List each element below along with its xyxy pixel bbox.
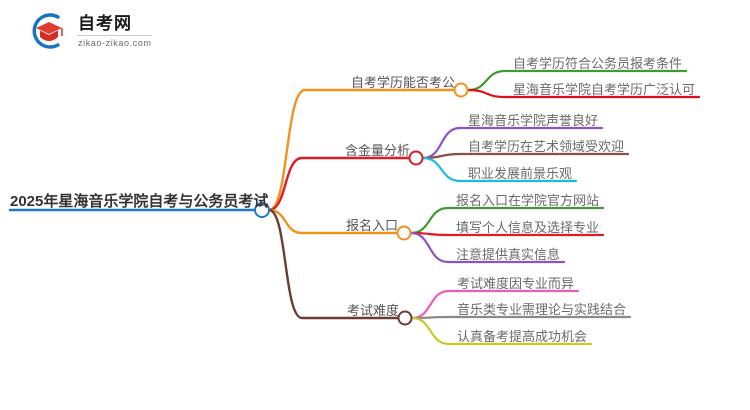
graduation-cap-icon bbox=[28, 10, 70, 52]
branch-node-label-2[interactable]: 含金量分析 bbox=[344, 143, 410, 158]
site-logo: 自考网 zikao-zikao.com bbox=[28, 10, 152, 52]
leaf-node-label-2-1[interactable]: 星海音乐学院声誉良好 bbox=[468, 113, 599, 128]
branch-node-label-3[interactable]: 报名入口 bbox=[345, 218, 398, 233]
leaf-node-label-4-1[interactable]: 考试难度因专业而异 bbox=[457, 276, 575, 291]
leaf-node-label-3-1[interactable]: 报名入口在学院官方网站 bbox=[456, 193, 600, 208]
logo-title: 自考网 bbox=[78, 15, 152, 36]
leaf-node-label-2-2[interactable]: 自考学历在艺术领域受欢迎 bbox=[468, 139, 625, 154]
root-node-label[interactable]: 2025年星海音乐学院自考与公务员考试 bbox=[10, 193, 269, 210]
branch-node-label-1[interactable]: 自考学历能否考公 bbox=[350, 75, 455, 90]
logo-subtitle: zikao-zikao.com bbox=[78, 37, 152, 48]
leaf-node-label-3-2[interactable]: 填写个人信息及选择专业 bbox=[456, 220, 600, 235]
leaf-node-label-3-3[interactable]: 注意提供真实信息 bbox=[456, 247, 561, 262]
leaf-node-label-2-3[interactable]: 职业发展前景乐观 bbox=[468, 166, 573, 181]
leaf-node-label-1-1[interactable]: 自考学历符合公务员报考条件 bbox=[513, 56, 683, 71]
leaf-node-label-4-3[interactable]: 认真备考提高成功机会 bbox=[457, 329, 588, 344]
leaf-node-label-4-2[interactable]: 音乐类专业需理论与实践结合 bbox=[457, 302, 627, 317]
leaf-node-label-1-2[interactable]: 星海音乐学院自考学历广泛认可 bbox=[513, 82, 696, 97]
branch-node-label-4[interactable]: 考试难度 bbox=[346, 303, 399, 318]
